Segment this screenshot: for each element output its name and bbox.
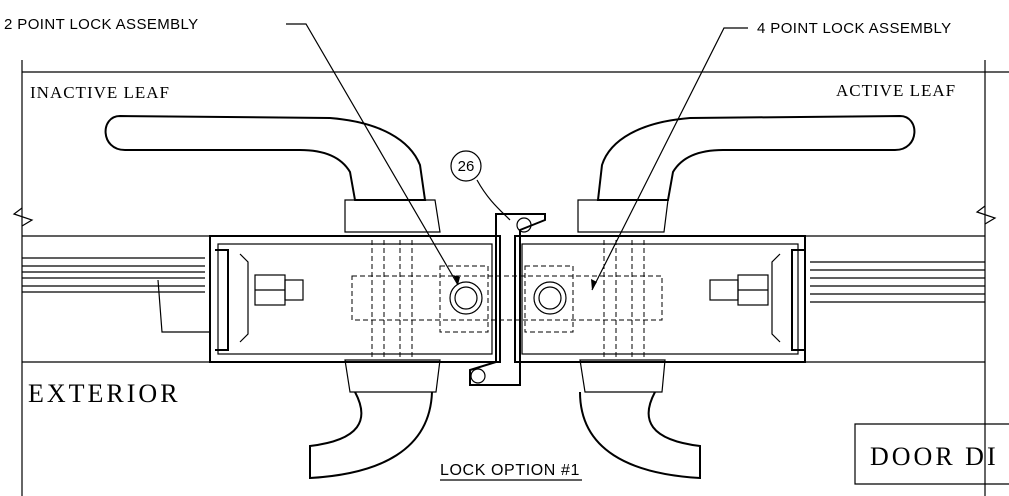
handle-inactive-top xyxy=(104,114,441,233)
handle-inactive-bottom xyxy=(309,359,441,480)
label-exterior: EXTERIOR xyxy=(28,379,181,408)
title-block-text: DOOR DI xyxy=(870,442,999,471)
label-2-point-lock: 2 POINT LOCK ASSEMBLY xyxy=(4,16,199,33)
title-block: DOOR DI xyxy=(854,423,1009,485)
drawing-caption: LOCK OPTION #1 xyxy=(440,462,580,479)
glazing-left xyxy=(22,235,215,363)
lock-body-dashed xyxy=(351,240,663,360)
glazing-right xyxy=(805,235,985,363)
leader-lines xyxy=(286,23,748,291)
handle-active-bottom xyxy=(579,359,701,480)
stile-right xyxy=(514,235,806,363)
handle-active-top xyxy=(577,114,916,233)
callout-balloon: 26 xyxy=(450,150,482,182)
callout-number: 26 xyxy=(458,158,475,175)
astragal xyxy=(469,213,546,386)
label-active-leaf: ACTIVE LEAF xyxy=(836,81,956,100)
label-inactive-leaf: INACTIVE LEAF xyxy=(30,83,170,102)
label-4-point-lock: 4 POINT LOCK ASSEMBLY xyxy=(757,20,952,37)
stile-left xyxy=(209,235,501,363)
